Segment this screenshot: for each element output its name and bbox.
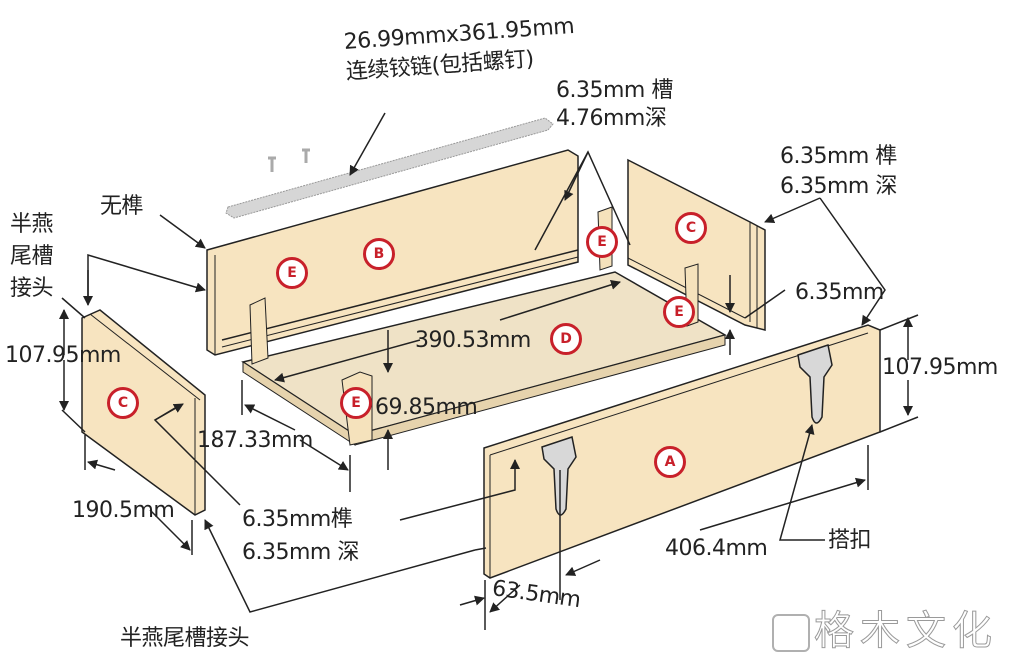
side-width-label: 190.5mm [72, 498, 175, 523]
continuous-hinge [225, 117, 554, 219]
part-badge-e: E [586, 226, 618, 258]
half-dovetail-bottom-label: 半燕尾槽接头 [120, 626, 250, 651]
no-tenon-label: 无榫 [100, 194, 144, 219]
watermark: 格木文化 [772, 598, 998, 655]
half-dovetail-label-line2: 尾槽 [10, 244, 54, 269]
bottom-width-label: 187.33mm [197, 428, 313, 453]
part-badge-b: B [363, 238, 395, 270]
dimension-lines [59, 112, 919, 630]
tenon-right-depth-label: 6.35mm 深 [780, 174, 897, 199]
tenon-left-depth-label: 6.35mm 深 [242, 540, 359, 565]
screw-icons [268, 148, 310, 172]
hasp-label: 搭扣 [828, 528, 872, 553]
tenon-right-label: 6.35mm 榫 [780, 144, 897, 169]
gap-right-label: 6.35mm [795, 280, 884, 305]
watermark-text: 格木文化 [814, 608, 998, 655]
part-badge-e: E [663, 296, 695, 328]
height-left-label: 107.95mm [5, 343, 121, 368]
block-height-label: 69.85mm [375, 395, 478, 420]
height-right-label: 107.95mm [882, 355, 998, 380]
half-dovetail-label-line1: 半燕 [10, 212, 54, 237]
hasp-icons [541, 344, 833, 516]
front-length-label: 406.4mm [665, 536, 768, 561]
tenon-left-label: 6.35mm榫 [242, 507, 353, 532]
bottom-length-label: 390.53mm [415, 328, 531, 353]
part-badge-e: E [276, 257, 308, 289]
groove-width-label: 6.35mm 槽 [556, 78, 673, 103]
left-side-panel-c [81, 309, 206, 516]
half-dovetail-label-line3: 接头 [10, 276, 54, 301]
part-badge-d: D [550, 323, 582, 355]
cube-logo-icon [772, 614, 810, 652]
part-badge-c: C [675, 212, 707, 244]
part-badge-e: E [340, 387, 372, 419]
part-badge-a: A [654, 446, 686, 478]
groove-depth-label: 4.76mm深 [556, 106, 667, 131]
part-badge-c: C [107, 387, 139, 419]
